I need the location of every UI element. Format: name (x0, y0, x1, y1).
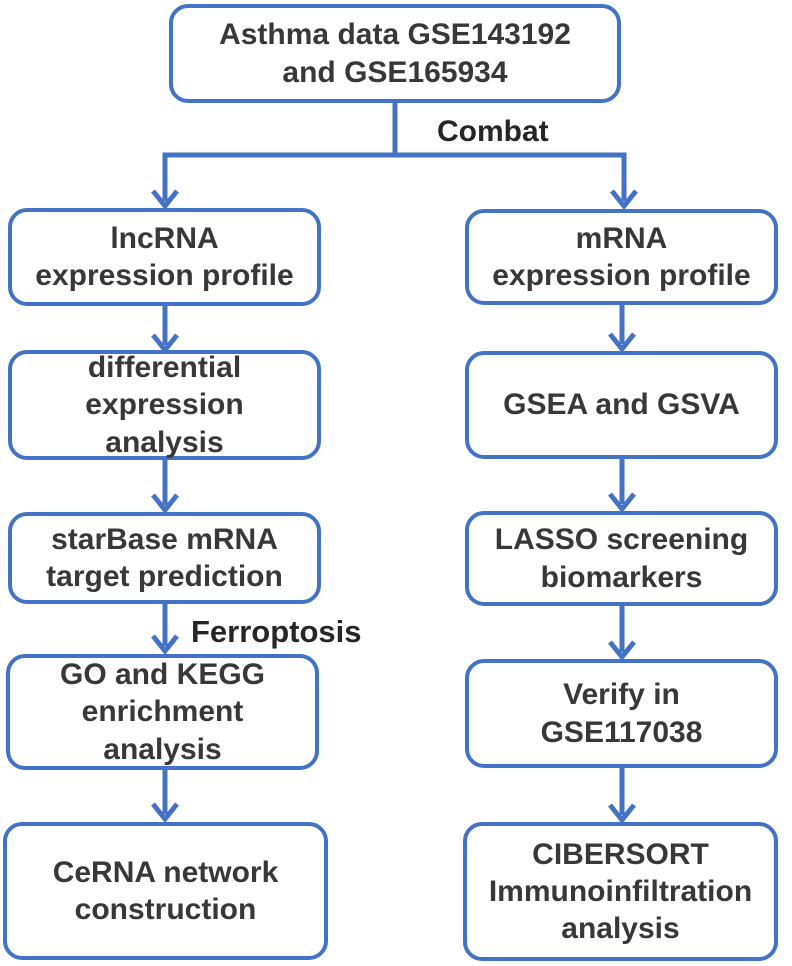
flow-node-verify-gse117038: Verify in GSE117038 (465, 659, 778, 768)
flow-node-mrna-expression-profile: mRNA expression profile (465, 209, 778, 305)
flow-node-go-kegg-enrichment: GO and KEGG enrichment analysis (6, 654, 319, 770)
flow-node-lncrna-expression-profile: lncRNA expression profile (8, 208, 321, 306)
arrow-lasso-to-verify (608, 605, 636, 662)
combat-edge-label: Combat (437, 115, 549, 148)
connector-branch (162, 152, 627, 201)
flow-node-starbase-target-prediction: starBase mRNA target prediction (8, 512, 321, 604)
arrow-verify-to-cibersort (608, 767, 636, 825)
flow-node-gsea-gsva: GSEA and GSVA (465, 351, 778, 459)
arrow-mrna-to-gsea (608, 304, 636, 354)
arrow-gokegg-to-cerna (151, 769, 179, 824)
flow-node-cibersort-immunoinfiltration: CIBERSORT Immunoinfiltration analysis (463, 822, 778, 961)
flow-node-asthma-data: Asthma data GSE143192 and GSE165934 (169, 4, 621, 103)
arrow-lncrna-to-diffexpr (151, 304, 179, 355)
arrowhead-branch-right (610, 189, 638, 211)
arrow-starbase-to-gokegg (151, 603, 179, 656)
flow-node-cerna-network-construction: CeRNA network construction (3, 822, 328, 960)
flow-node-lasso-screening: LASSO screening biomarkers (465, 511, 778, 606)
ferroptosis-edge-label: Ferroptosis (191, 614, 362, 649)
arrowhead-branch-left (151, 189, 179, 211)
flow-node-differential-expression-analysis: differential expression analysis (8, 350, 321, 460)
arrow-gsea-to-lasso (608, 458, 636, 514)
arrow-diffexpr-to-starbase (151, 459, 179, 515)
